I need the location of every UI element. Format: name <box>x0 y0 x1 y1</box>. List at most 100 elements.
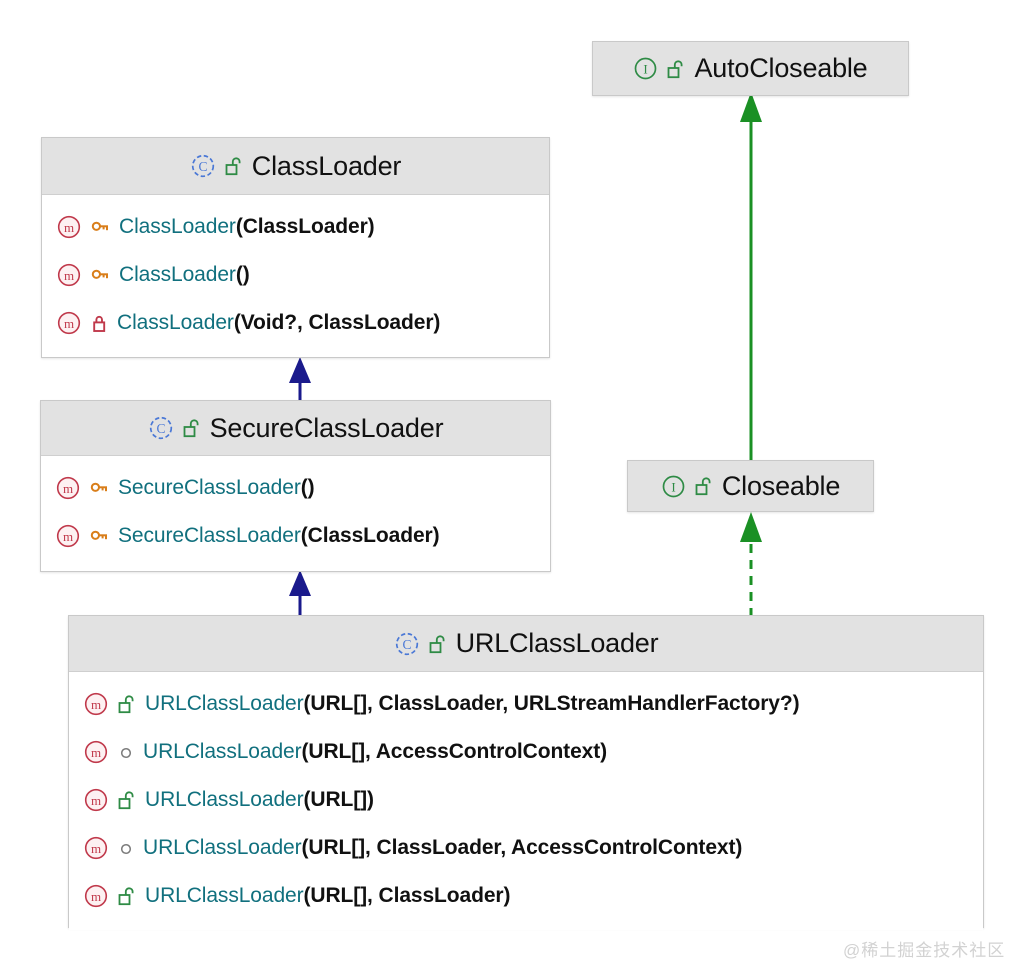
method-icon: m <box>56 262 82 288</box>
member-params: (URL[], AccessControlContext) <box>301 740 608 763</box>
uml-node-urlclassloader[interactable]: C URLClassLoader m <box>68 615 984 930</box>
member-name: URLClassLoader <box>143 836 302 859</box>
member-params: (URL[], ClassLoader, AccessControlContex… <box>301 836 743 859</box>
method-icon: m <box>56 214 82 240</box>
public-unlock-icon <box>225 156 243 176</box>
svg-text:m: m <box>91 697 101 712</box>
member-row[interactable]: m ClassLoader(Void?, ClassLoader) <box>42 299 549 347</box>
node-body-secureclassloader: m SecureClassLoader() <box>41 456 550 570</box>
svg-text:I: I <box>671 479 675 494</box>
node-body-classloader: m ClassLoader(ClassLoader) <box>42 195 549 357</box>
node-title-autocloseable: AutoCloseable <box>694 53 868 83</box>
member-signature: SecureClassLoader() <box>118 476 315 500</box>
svg-text:m: m <box>64 316 74 331</box>
method-icon: m <box>83 835 109 861</box>
member-signature: URLClassLoader(URL[], AccessControlConte… <box>143 740 607 764</box>
member-name: ClassLoader <box>119 263 236 286</box>
svg-text:m: m <box>63 481 73 496</box>
method-icon: m <box>56 310 82 336</box>
member-params: (ClassLoader) <box>235 215 375 238</box>
edge-urlclassloader-to-closeable <box>735 512 767 617</box>
uml-node-secureclassloader[interactable]: C SecureClassLoader m <box>40 400 551 572</box>
member-name: URLClassLoader <box>145 692 304 715</box>
svg-text:m: m <box>64 268 74 283</box>
member-name: URLClassLoader <box>145 884 304 907</box>
public-unlock-icon <box>667 59 685 79</box>
interface-icon: I <box>661 474 686 499</box>
member-row[interactable]: m ClassLoader(ClassLoader) <box>42 203 549 251</box>
method-icon: m <box>83 691 109 717</box>
node-header-secureclassloader: C SecureClassLoader <box>41 401 550 456</box>
svg-text:m: m <box>64 220 74 235</box>
member-signature: URLClassLoader(URL[]) <box>145 788 374 812</box>
member-params: () <box>300 476 315 499</box>
member-name: SecureClassLoader <box>118 476 301 499</box>
node-header-autocloseable: I AutoCloseable <box>593 42 908 95</box>
member-name: ClassLoader <box>117 311 234 334</box>
class-icon: C <box>190 153 216 179</box>
member-params: (URL[]) <box>303 788 375 811</box>
public-unlock-icon <box>118 790 136 810</box>
public-unlock-icon <box>695 476 713 496</box>
member-params: (URL[], ClassLoader) <box>303 884 511 907</box>
protected-key-icon <box>91 218 110 236</box>
node-header-classloader: C ClassLoader <box>42 138 549 195</box>
edge-urlclassloader-to-secureclassloader <box>285 570 315 618</box>
member-params: (ClassLoader) <box>300 524 440 547</box>
member-name: URLClassLoader <box>143 740 302 763</box>
member-signature: URLClassLoader(URL[], ClassLoader, Acces… <box>143 836 742 860</box>
member-row[interactable]: m URLClassLoader(URL[], ClassLoader, URL… <box>69 680 983 728</box>
member-row[interactable]: m SecureClassLoader(ClassLoader) <box>41 512 550 560</box>
edge-closeable-to-autocloseable <box>735 92 767 464</box>
package-circle-icon <box>118 840 134 856</box>
node-header-urlclassloader: C URLClassLoader <box>69 616 983 672</box>
member-signature: URLClassLoader(URL[], ClassLoader, URLSt… <box>145 692 800 716</box>
member-row[interactable]: m ClassLoader() <box>42 251 549 299</box>
member-signature: ClassLoader() <box>119 263 250 287</box>
edge-secureclassloader-to-classloader <box>285 357 315 403</box>
protected-key-icon <box>91 266 110 284</box>
class-icon: C <box>148 415 174 441</box>
svg-text:I: I <box>644 61 648 76</box>
member-signature: URLClassLoader(URL[], ClassLoader) <box>145 884 510 908</box>
protected-key-icon <box>90 527 109 545</box>
member-row[interactable]: m URLClassLoader(URL[], ClassLoader, Acc… <box>69 824 983 872</box>
public-unlock-icon <box>118 886 136 906</box>
private-lock-icon <box>91 314 108 333</box>
public-unlock-icon <box>429 634 447 654</box>
method-icon: m <box>83 739 109 765</box>
uml-node-closeable[interactable]: I Closeable <box>627 460 874 512</box>
member-name: URLClassLoader <box>145 788 304 811</box>
method-icon: m <box>83 787 109 813</box>
member-params: (Void?, ClassLoader) <box>233 311 441 334</box>
svg-text:m: m <box>91 889 101 904</box>
member-row[interactable]: m URLClassLoader(URL[], AccessControlCon… <box>69 728 983 776</box>
member-row[interactable]: m URLClassLoader(URL[], ClassLoader) <box>69 872 983 920</box>
node-body-urlclassloader: m URLClassLoader(URL[], ClassLoader, URL… <box>69 672 983 930</box>
method-icon: m <box>55 523 81 549</box>
member-row[interactable]: m URLClassLoader(URL[]) <box>69 776 983 824</box>
node-header-closeable: I Closeable <box>628 461 873 511</box>
uml-node-classloader[interactable]: C ClassLoader m <box>41 137 550 358</box>
watermark: @稀土掘金技术社区 <box>843 941 1006 960</box>
node-title-classloader: ClassLoader <box>251 150 402 181</box>
member-params: () <box>235 263 250 286</box>
protected-key-icon <box>90 479 109 497</box>
class-icon: C <box>394 631 420 657</box>
member-signature: ClassLoader(ClassLoader) <box>119 215 375 239</box>
member-row[interactable]: m SecureClassLoader() <box>41 464 550 512</box>
svg-text:m: m <box>63 529 73 544</box>
public-unlock-icon <box>118 694 136 714</box>
package-circle-icon <box>118 744 134 760</box>
svg-text:C: C <box>198 159 207 174</box>
uml-node-autocloseable[interactable]: I AutoCloseable <box>592 41 909 96</box>
svg-text:m: m <box>91 745 101 760</box>
svg-text:C: C <box>402 636 411 651</box>
node-title-closeable: Closeable <box>721 470 841 501</box>
public-unlock-icon <box>183 418 201 438</box>
member-signature: SecureClassLoader(ClassLoader) <box>118 524 440 548</box>
method-icon: m <box>83 883 109 909</box>
member-name: SecureClassLoader <box>118 524 301 547</box>
node-title-urlclassloader: URLClassLoader <box>455 628 659 658</box>
